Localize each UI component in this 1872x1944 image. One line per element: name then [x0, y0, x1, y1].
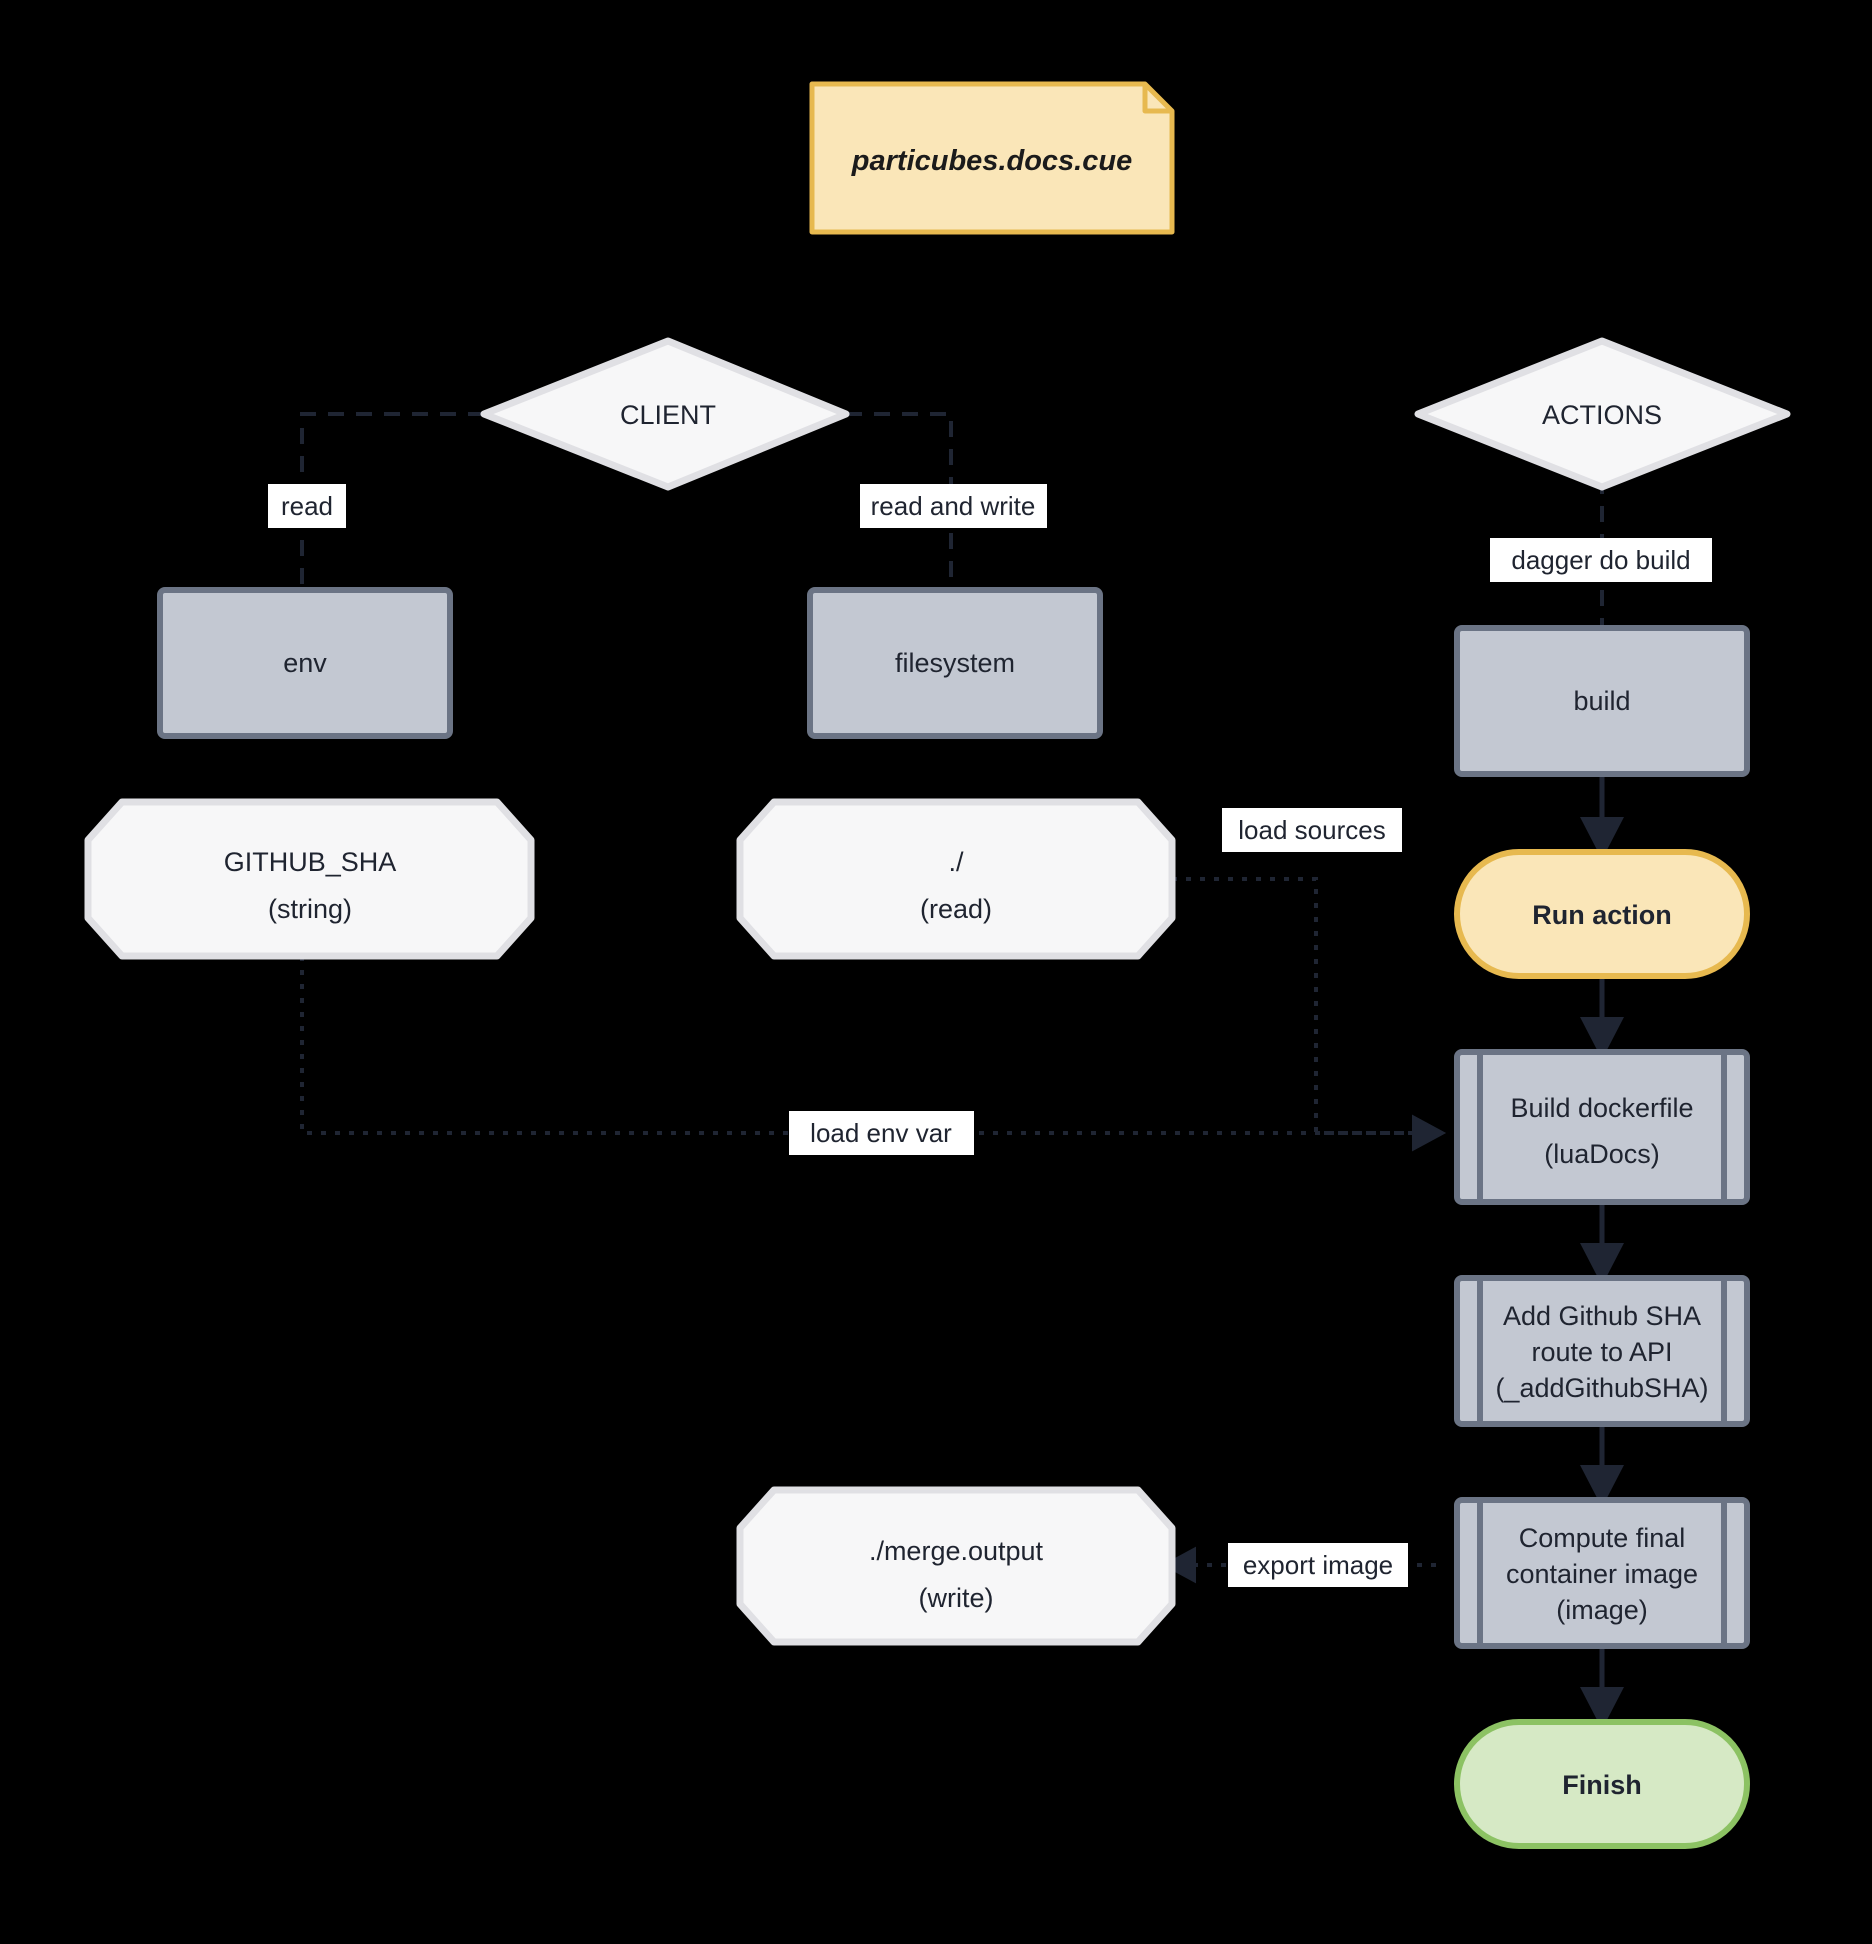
edge-client-env: [300, 412, 484, 590]
node-add-github-sha-line1: Add Github SHA: [1503, 1301, 1701, 1331]
node-filesystem[interactable]: filesystem: [807, 587, 1103, 739]
node-compute-image-line2: container image: [1506, 1559, 1698, 1589]
node-github-sha-line2: (string): [268, 894, 352, 924]
node-github-sha-line1: GITHUB_SHA: [224, 847, 397, 877]
edge-githubsha-builddockerfile: [300, 956, 1446, 1152]
node-filesystem-label: filesystem: [895, 648, 1015, 678]
node-build-dockerfile-line2: (luaDocs): [1544, 1139, 1660, 1169]
edge-label-export-image-text: export image: [1243, 1550, 1393, 1580]
node-compute-image[interactable]: Compute final container image (image): [1454, 1497, 1750, 1649]
edge-label-load-sources: load sources: [1222, 808, 1402, 852]
edge-label-read: read: [268, 484, 346, 528]
node-build-label: build: [1573, 686, 1630, 716]
node-dot-read-line1: ./: [948, 847, 964, 877]
node-env-label: env: [283, 648, 327, 678]
edge-label-read-text: read: [281, 491, 333, 521]
node-merge-output-line2: (write): [919, 1583, 994, 1613]
node-add-github-sha-line3: (_addGithubSHA): [1495, 1373, 1708, 1403]
note-particubes-docs-cue: particubes.docs.cue: [809, 81, 1175, 235]
node-github-sha[interactable]: GITHUB_SHA (string): [84, 798, 535, 960]
node-dot-read-line2: (read): [920, 894, 992, 924]
node-run-action-label: Run action: [1532, 900, 1672, 930]
node-build-dockerfile-line1: Build dockerfile: [1510, 1093, 1693, 1123]
node-finish-label: Finish: [1562, 1770, 1642, 1800]
node-compute-image-line3: (image): [1556, 1595, 1648, 1625]
node-add-github-sha[interactable]: Add Github SHA route to API (_addGithubS…: [1454, 1275, 1750, 1427]
edge-label-dagger-do-build-text: dagger do build: [1511, 545, 1690, 575]
edge-dotread-builddockerfile: [1172, 877, 1446, 1152]
edge-client-filesystem: [846, 412, 953, 590]
edge-label-read-and-write-text: read and write: [871, 491, 1036, 521]
node-actions[interactable]: ACTIONS: [1414, 337, 1791, 491]
edge-label-load-sources-text: load sources: [1238, 815, 1385, 845]
node-merge-output-line1: ./merge.output: [869, 1536, 1044, 1566]
edge-label-load-env-var-text: load env var: [810, 1118, 952, 1148]
note-label: particubes.docs.cue: [851, 145, 1132, 177]
edge-label-load-env-var: load env var: [789, 1111, 974, 1155]
node-compute-image-line1: Compute final: [1519, 1523, 1686, 1553]
node-build[interactable]: build: [1454, 625, 1750, 777]
edge-label-dagger-do-build: dagger do build: [1490, 538, 1712, 582]
node-dot-read[interactable]: ./ (read): [736, 798, 1176, 960]
edge-label-export-image: export image: [1228, 1543, 1408, 1587]
node-client-label: CLIENT: [620, 400, 716, 430]
node-actions-label: ACTIONS: [1542, 400, 1662, 430]
node-run-action[interactable]: Run action: [1454, 849, 1750, 979]
node-client[interactable]: CLIENT: [480, 337, 850, 491]
edge-label-read-and-write: read and write: [860, 484, 1047, 528]
node-finish[interactable]: Finish: [1454, 1719, 1750, 1849]
node-build-dockerfile[interactable]: Build dockerfile (luaDocs): [1454, 1049, 1750, 1205]
node-add-github-sha-line2: route to API: [1531, 1337, 1672, 1367]
node-env[interactable]: env: [157, 587, 453, 739]
node-merge-output[interactable]: ./merge.output (write): [736, 1486, 1176, 1646]
